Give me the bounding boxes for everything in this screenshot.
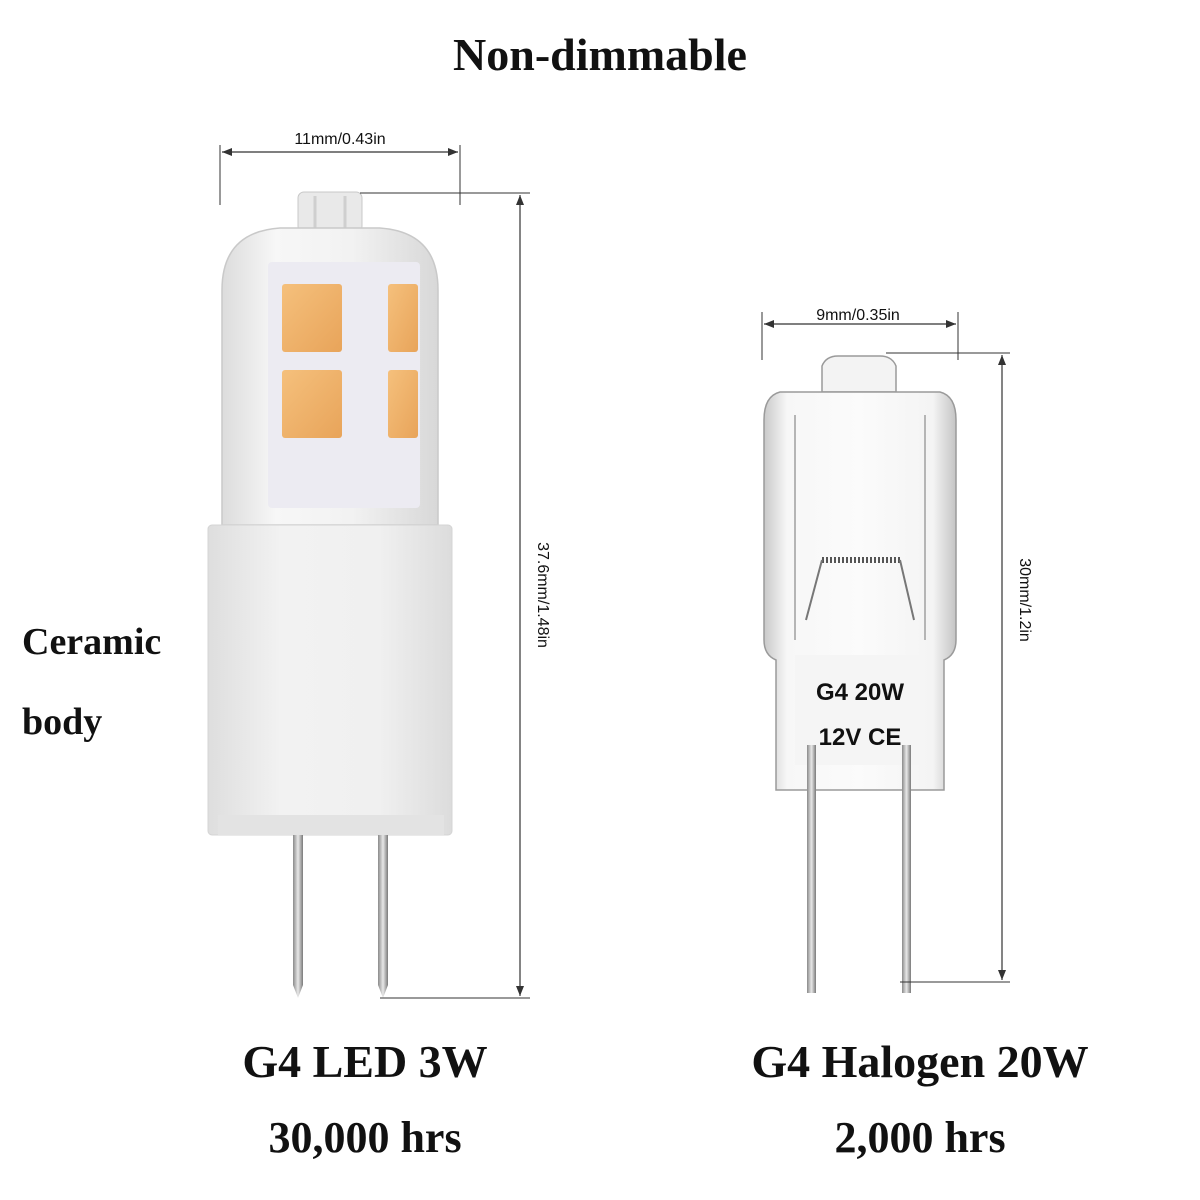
led-lifetime-caption: 30,000 hrs <box>180 1112 550 1163</box>
halogen-pin-left <box>807 745 816 993</box>
halogen-print-line1: G4 20W <box>816 679 904 706</box>
halogen-name-caption: G4 Halogen 20W <box>700 1035 1140 1088</box>
led-chip <box>282 370 342 438</box>
led-top-nub <box>298 192 362 232</box>
led-ceramic-body <box>208 525 452 835</box>
halogen-width-label: 9mm/0.35in <box>816 307 900 324</box>
led-chip <box>388 284 418 352</box>
halogen-tip <box>822 356 896 392</box>
led-chip <box>388 370 418 438</box>
led-pin-left <box>293 835 303 998</box>
led-pin-right <box>378 835 388 998</box>
led-width-label: 11mm/0.43in <box>294 131 385 148</box>
halogen-width-dimension: 9mm/0.35in <box>762 307 958 360</box>
led-bulb <box>208 192 452 998</box>
halogen-lifetime-caption: 2,000 hrs <box>700 1112 1140 1163</box>
halogen-print-line2: 12V CE <box>819 724 902 751</box>
led-name-caption: G4 LED 3W <box>180 1035 550 1088</box>
halogen-bulb: G4 20W 12V CE <box>764 356 956 993</box>
halogen-height-label: 30mm/1.2in <box>1016 558 1033 642</box>
halogen-pin-right <box>902 745 911 993</box>
led-height-label: 37.6mm/1.48in <box>534 542 551 648</box>
led-chip <box>282 284 342 352</box>
